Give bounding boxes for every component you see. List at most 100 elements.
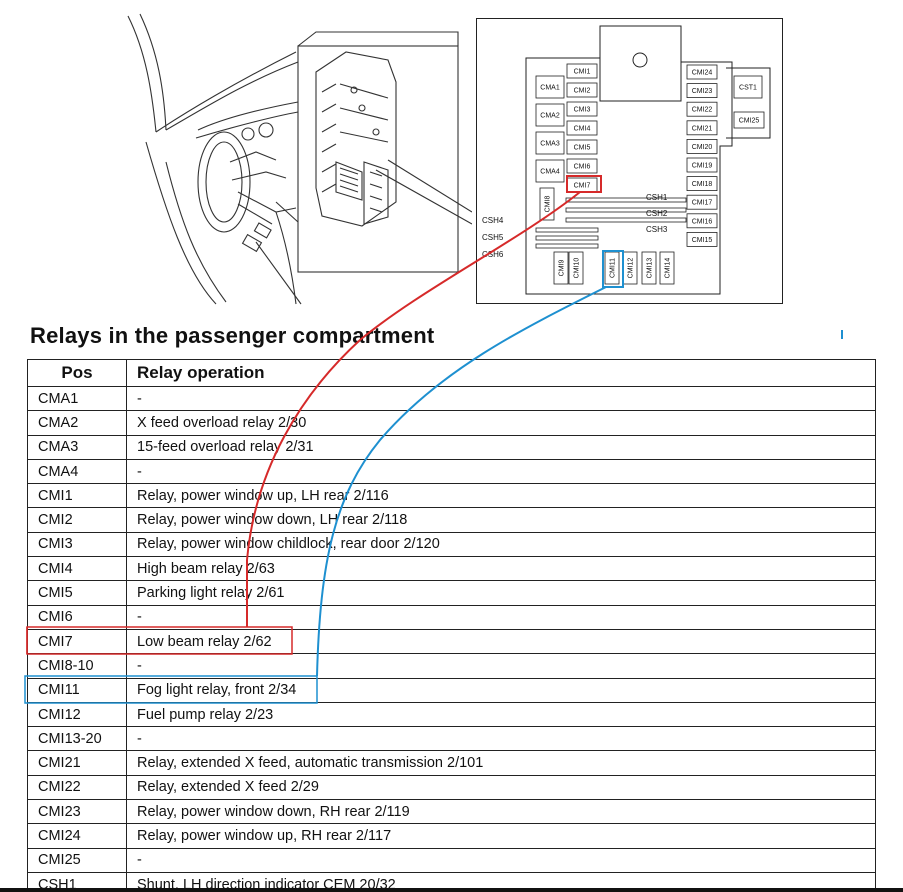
- relay-operation-cell: -: [126, 726, 876, 752]
- relay-slot-label: CMI16: [692, 218, 713, 225]
- relay-slot-label: CMA1: [540, 85, 560, 92]
- relay-slot-label: CMI12: [628, 258, 635, 279]
- relay-slot-label: CST1: [739, 85, 757, 92]
- relay-slot-label: CMI11: [610, 258, 617, 278]
- pos-cell: CMA1: [27, 385, 127, 412]
- relay-slot: CMI25: [733, 111, 765, 129]
- relay-operation-cell: Parking light relay 2/61: [126, 580, 876, 606]
- pos-cell: CMI3: [27, 531, 127, 558]
- pos-cell: CMI21: [27, 750, 127, 776]
- relay-slot: CMI23: [686, 83, 718, 98]
- relay-operation-cell: Relay, power window down, LH rear 2/118: [126, 507, 876, 533]
- pos-cell: CMI13-20: [27, 726, 127, 752]
- relay-slot-label: CMI25: [739, 118, 760, 125]
- relay-operation-cell: Relay, extended X feed 2/29: [126, 774, 876, 801]
- relay-operation-cell: Fog light relay, front 2/34: [126, 677, 876, 703]
- relay-operation-cell: -: [126, 385, 876, 412]
- relay-slot: CMI1: [566, 63, 598, 79]
- shunt-bar: [535, 227, 599, 233]
- relay-slot-label: CMI4: [574, 126, 591, 133]
- shunt-label: CSH6: [482, 250, 504, 259]
- relay-slot: CMA4: [535, 159, 565, 183]
- table-row: CMI6-: [27, 604, 876, 630]
- relay-slot: CMI17: [686, 194, 718, 210]
- pos-cell: CMI11: [27, 677, 127, 703]
- pos-cell: CMI5: [27, 580, 127, 606]
- pos-cell: CMI8-10: [27, 653, 127, 679]
- relay-operation-cell: Relay, power window up, RH rear 2/117: [126, 823, 876, 849]
- shunt-bar: [565, 217, 687, 223]
- relay-slot-label: CMI1: [574, 69, 591, 76]
- relay-slot: CMA3: [535, 131, 565, 155]
- relay-slot-label: CMI23: [692, 88, 713, 95]
- relay-slot-label: CMI19: [692, 163, 713, 170]
- table-header-row: Pos Relay operation: [27, 359, 876, 387]
- shunt-label: CSH1: [646, 193, 668, 202]
- relay-operation-cell: Low beam relay 2/62: [126, 628, 876, 655]
- relay-slot-label: CMA2: [540, 113, 560, 120]
- pos-cell: CMI1: [27, 483, 127, 509]
- table-row: CMA4-: [27, 458, 876, 485]
- pos-cell: CMI2: [27, 507, 127, 533]
- relay-slot-label: CMI17: [692, 200, 713, 207]
- relay-slot: CMI20: [686, 139, 718, 154]
- shunt-label: CSH3: [646, 225, 668, 234]
- shunt-bar: [535, 235, 599, 241]
- relay-slot-label: CMI7: [574, 183, 591, 190]
- relay-operation-cell: Relay, power window childlock, rear door…: [126, 531, 876, 558]
- relay-slot: CMI12: [622, 251, 638, 285]
- table-row: CMI25-: [27, 847, 876, 873]
- shunt-label: CSH5: [482, 233, 504, 242]
- pos-cell: CMI12: [27, 701, 127, 728]
- relay-slot: CMI11: [604, 251, 620, 285]
- relay-slot-label: CMI6: [574, 164, 591, 171]
- blue-tick-mark: [841, 330, 843, 339]
- relay-slot-label: CMI5: [574, 145, 591, 152]
- pos-cell: CMA4: [27, 458, 127, 485]
- relay-slot: CMI10: [568, 251, 584, 285]
- pos-cell: CMI23: [27, 799, 127, 825]
- pos-cell: CMI22: [27, 774, 127, 801]
- shunt-bar: [565, 207, 687, 213]
- relay-slot: CMI22: [686, 101, 718, 117]
- shunt-label: CSH2: [646, 209, 668, 218]
- header-pos: Pos: [27, 359, 127, 387]
- relay-slot: CMI3: [566, 101, 598, 117]
- relay-operation-cell: Fuel pump relay 2/23: [126, 701, 876, 728]
- relay-operation-cell: -: [126, 604, 876, 630]
- pos-cell: CMI25: [27, 847, 127, 873]
- relay-operation-cell: High beam relay 2/63: [126, 556, 876, 582]
- car-interior-illustration: [127, 13, 472, 305]
- relay-slot-label: CMI10: [574, 258, 581, 279]
- relay-slot: CMA1: [535, 75, 565, 99]
- relay-slot-label: CMI15: [692, 237, 713, 244]
- pos-cell: CMI4: [27, 556, 127, 582]
- relay-slot-label: CMA3: [540, 141, 560, 148]
- relay-slot: CMI13: [641, 251, 657, 285]
- shunt-bar: [565, 197, 687, 203]
- relay-slot: CMI16: [686, 213, 718, 229]
- relay-slot: CMI8: [539, 187, 555, 221]
- relay-slot: CMI6: [566, 158, 598, 174]
- relay-slot-label: CMI3: [574, 107, 591, 114]
- table-row: CMI8-10-: [27, 653, 876, 679]
- relay-slot-label: CMI2: [574, 88, 591, 95]
- relay-slot-label: CMI14: [665, 258, 672, 279]
- relay-slot: CMI21: [686, 120, 718, 136]
- relay-operation-cell: -: [126, 847, 876, 873]
- relay-slot-label: CMI20: [692, 144, 713, 151]
- relay-slot-label: CMI8: [545, 196, 552, 213]
- relay-operation-cell: X feed overload relay 2/30: [126, 410, 876, 436]
